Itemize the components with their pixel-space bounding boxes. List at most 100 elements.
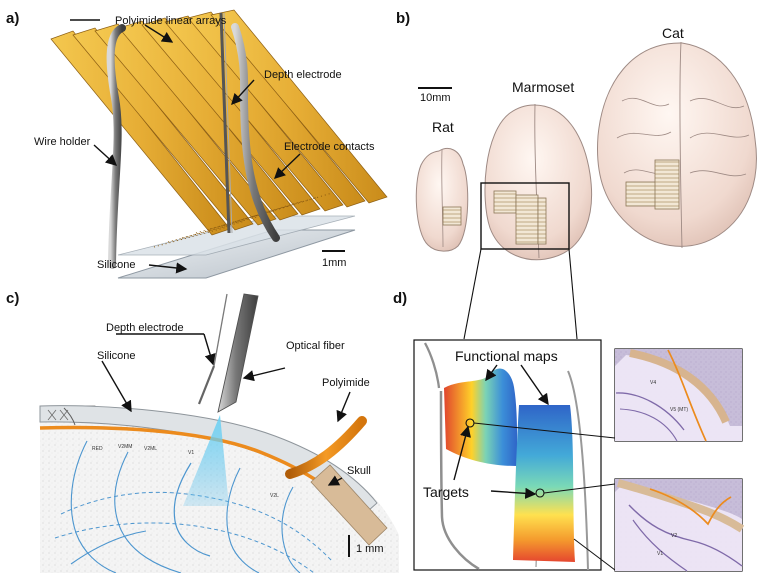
contact-line-3 — [181, 215, 261, 239]
bottom-histology-tan-band — [616, 479, 745, 533]
panel-c-section-diagram: Depth electrode Silicone Optical fiber P… — [39, 293, 399, 573]
zoom-connector-left — [463, 248, 482, 340]
rat-array-marker — [442, 206, 462, 226]
light-cone — [183, 415, 229, 506]
polyimide-strip-8 — [210, 9, 388, 204]
depth-c-label: Depth electrode — [106, 322, 184, 334]
contact-line-6 — [223, 200, 304, 226]
depth-electrode-upper — [213, 293, 228, 367]
bottom-histology-orange-line — [649, 488, 732, 526]
polyimide-strip-3 — [94, 23, 277, 226]
bottom-inset-v2-label: V2 — [671, 533, 677, 539]
inset-link-bottom — [543, 483, 616, 494]
marmoset-zoom-box — [480, 182, 570, 250]
target-arrow-left — [453, 425, 471, 481]
optical-c-arrow — [242, 367, 286, 382]
rat-midline — [441, 149, 444, 248]
cortex-contour-1 — [173, 462, 211, 557]
inset-link-top — [473, 422, 616, 439]
maps-sulcus-right — [567, 370, 589, 571]
optical-c-label: Optical fiber — [286, 340, 345, 352]
cat-label: Cat — [662, 25, 684, 41]
left-edge-zigzag — [63, 407, 76, 426]
functional-map-arrow-left — [485, 364, 498, 382]
region-v2mm-label: V2MM — [118, 444, 132, 450]
skull-c-label: Skull — [347, 465, 371, 477]
polyimide-label: Polyimide linear arrays — [115, 15, 227, 27]
panel-a-electrode-diagram: Polyimide linear arrays Depth electrode … — [34, 9, 388, 279]
cat-sulci — [616, 97, 750, 177]
functional-map-left — [444, 368, 518, 466]
contacts-label: Electrode contacts — [284, 141, 375, 153]
depth-electrode-shaft — [197, 365, 216, 405]
top-inset-v4-label: V4 — [650, 380, 656, 386]
polyimide-c-label: Polyimide — [322, 377, 370, 389]
cortex-contour-2 — [114, 451, 182, 573]
depth-electrode — [219, 12, 231, 234]
laminar-boundary-2 — [54, 522, 315, 573]
top-histology-orange-line — [667, 349, 707, 442]
cortex-contour-5 — [281, 486, 301, 573]
cortex-contour-3 — [70, 440, 117, 573]
inset-link-bottom-lower — [573, 538, 616, 571]
cat-midline — [679, 41, 683, 249]
panel-d-maps-and-histology: Functional maps Targets V4 V5 (MT) V2 V1 — [413, 339, 745, 572]
panel-d-label: d) — [393, 290, 407, 307]
bottom-inset-v1-label: V1 — [657, 551, 663, 557]
panel-c-label: c) — [6, 290, 19, 307]
cat-array-right — [654, 159, 680, 210]
cat-brain — [597, 42, 757, 247]
marmoset-array-center — [515, 194, 539, 245]
bottom-histology-layer-2 — [632, 519, 688, 572]
panel-c-scale-label: 1 mm — [356, 543, 384, 555]
optical-fiber — [217, 293, 259, 413]
marmoset-array-left — [493, 190, 517, 214]
silicone-c-arrow — [101, 360, 132, 413]
polyimide-strip-2 — [72, 27, 254, 231]
right-wire-holder — [231, 23, 280, 242]
panel-a-scale-label: 1mm — [322, 257, 346, 269]
region-v2l-label: V2L — [270, 493, 279, 499]
region-v1-label: V1 — [188, 450, 194, 456]
cat-array-left — [625, 181, 657, 207]
silicone-label: Silicone — [97, 259, 136, 271]
marmoset-label: Marmoset — [512, 79, 574, 95]
top-histology-layer-1 — [615, 392, 685, 431]
silicone-arrow — [148, 262, 188, 274]
left-zigzag-marks — [47, 409, 69, 421]
panel-b-scale-label: 10mm — [420, 92, 451, 104]
top-histology-tan-band — [629, 349, 730, 424]
depth-label: Depth electrode — [264, 69, 342, 81]
functional-map-right — [513, 405, 575, 562]
polyimide-arrow — [144, 24, 174, 43]
contacts-arrow — [273, 153, 301, 179]
zoom-connector-right — [568, 248, 578, 340]
wire-arrow — [93, 144, 118, 166]
wire-label: Wire holder — [34, 136, 91, 148]
polyimide-c-arrow — [336, 391, 351, 423]
panel-b-brain-comparison: 10mm Rat Marmoset Cat — [415, 25, 757, 340]
top-histology-white-region — [615, 355, 742, 441]
marmoset-array-right — [537, 197, 547, 245]
left-wire-holder — [106, 24, 126, 269]
polyimide-linear-arrays — [50, 9, 388, 236]
bottom-histology-white-region — [615, 485, 742, 571]
depth-arrow — [231, 79, 255, 106]
rat-label: Rat — [432, 119, 454, 135]
panel-a-label: a) — [6, 10, 19, 27]
polyimide-outer-ribbon — [285, 416, 367, 479]
top-inset-v5-label: V5 (MT) — [670, 407, 688, 413]
region-v2ml-label: V2ML — [144, 446, 157, 452]
cortex-contour-4 — [226, 467, 260, 573]
depth-electrode-highlight — [223, 12, 233, 234]
target-arrow-right — [490, 487, 537, 499]
depth-c-arrow — [203, 333, 216, 366]
skull-c-arrow — [327, 475, 343, 486]
polyimide-strip-6 — [164, 15, 344, 212]
bottom-histology-layer-1 — [628, 504, 743, 567]
functional-maps-label: Functional maps — [455, 348, 558, 364]
hippocampus-contour — [70, 530, 147, 565]
targets-label: Targets — [423, 484, 469, 500]
silicone-c-label: Silicone — [97, 350, 136, 362]
